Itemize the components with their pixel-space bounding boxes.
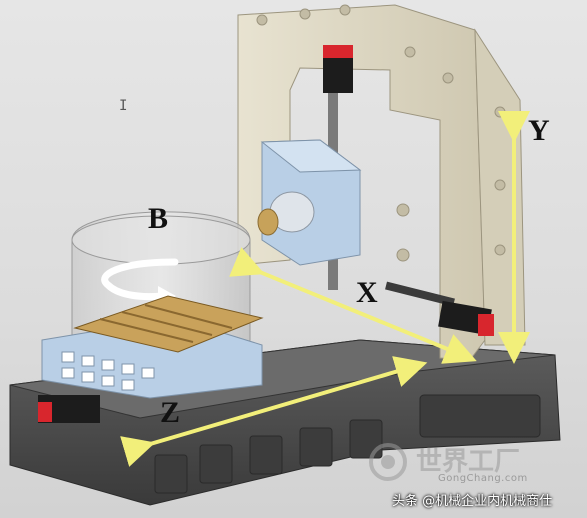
watermark-url: GongChang.com (438, 473, 528, 484)
spindle-head-top (260, 139, 362, 173)
source-caption: 头条 @机械企业内机械商仕 (392, 494, 553, 509)
spindle-nose (257, 208, 279, 236)
x-motor-cap (478, 314, 494, 336)
x-axis-label: X (356, 276, 378, 309)
text-cursor-icon: I (119, 98, 128, 114)
b-axis-label: B (148, 202, 169, 235)
z-axis-arrow (120, 356, 428, 467)
watermark-text: 世界工厂 (416, 447, 520, 477)
pallet-slots (99, 304, 233, 343)
z-motor-cap (38, 402, 52, 422)
x-axis-arrow (229, 247, 477, 364)
y-axis-label: Y (528, 114, 550, 147)
z-axis-label: Z (160, 396, 181, 429)
y-motor-cap (323, 45, 353, 58)
b-rotation-arrow (101, 258, 179, 301)
watermark-logo: 世界工厂 (369, 443, 520, 481)
